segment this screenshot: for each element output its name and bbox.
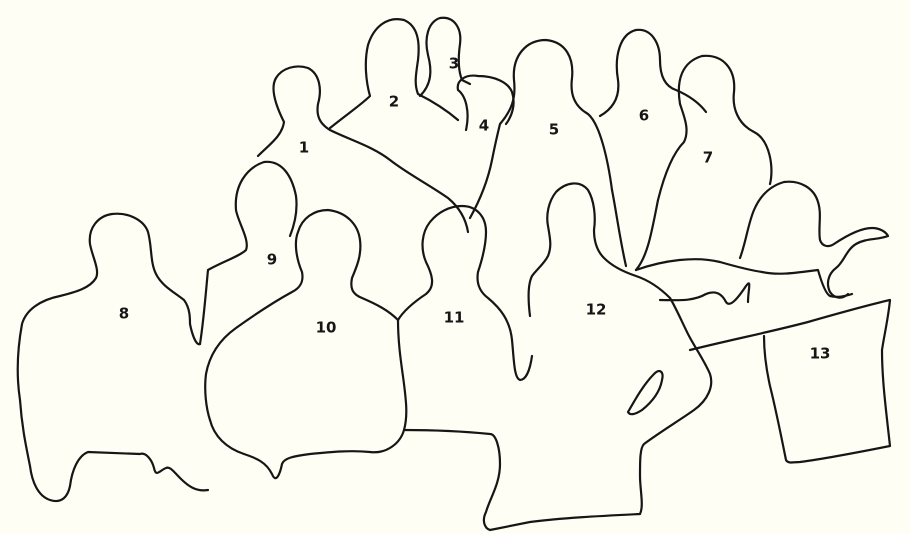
silhouette-8 — [18, 214, 208, 501]
lectern-top — [636, 259, 852, 297]
silhouette-6 — [600, 30, 706, 116]
silhouette-9 — [200, 162, 297, 344]
silhouette-3 — [420, 18, 470, 96]
label-4: 4 — [479, 117, 489, 135]
silhouette-10-lower — [210, 320, 406, 478]
label-3: 3 — [449, 55, 459, 73]
label-8: 8 — [119, 305, 129, 323]
label-10: 10 — [316, 319, 337, 337]
silhouette-10 — [205, 210, 398, 420]
label-12: 12 — [586, 301, 607, 319]
label-1: 1 — [299, 139, 309, 157]
label-9: 9 — [267, 251, 277, 269]
silhouette-12 — [404, 183, 711, 530]
label-6: 6 — [639, 107, 649, 125]
label-2: 2 — [389, 93, 399, 111]
lectern-slant — [690, 300, 890, 463]
silhouette-13-head — [740, 182, 888, 298]
silhouette-1 — [258, 66, 468, 232]
silhouette-2 — [330, 19, 458, 128]
label-7: 7 — [703, 149, 713, 167]
silhouette-11 — [398, 206, 532, 380]
silhouette-12-arm-gap — [628, 371, 663, 414]
label-13: 13 — [810, 345, 831, 363]
lectern-top-edge — [660, 283, 749, 303]
label-11: 11 — [444, 309, 465, 327]
label-5: 5 — [549, 121, 559, 139]
